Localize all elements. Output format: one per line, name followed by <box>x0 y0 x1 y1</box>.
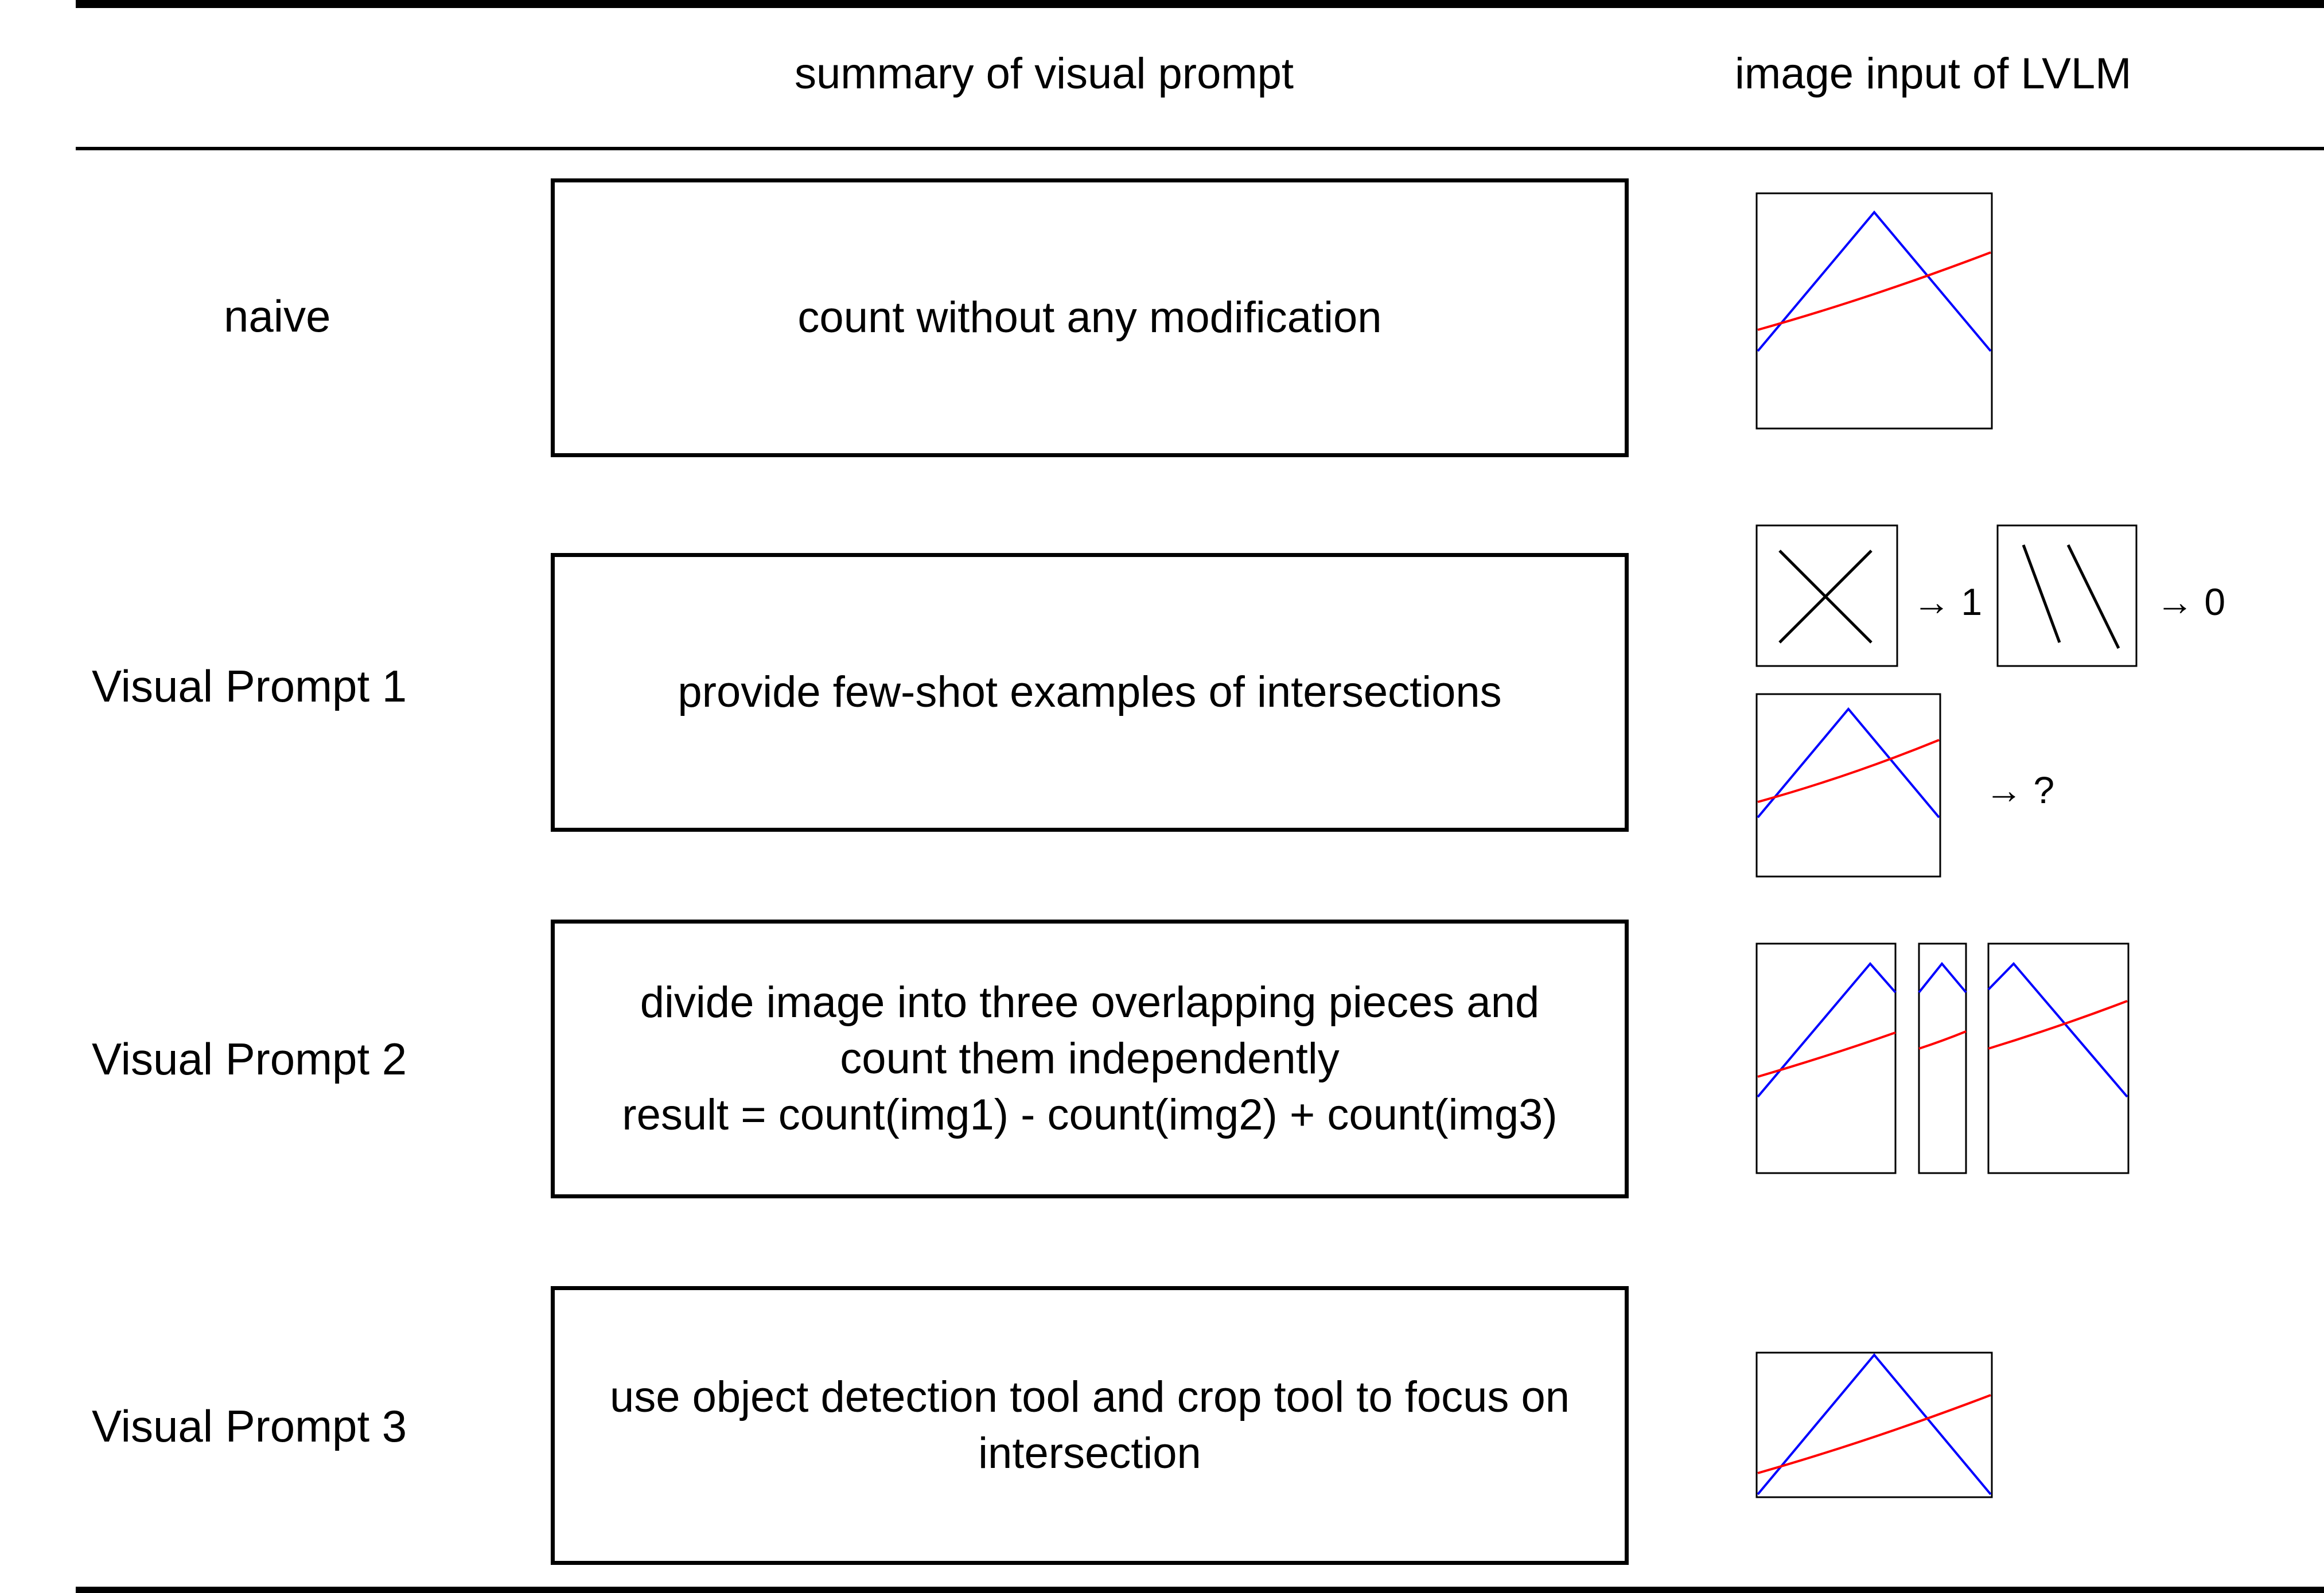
header-rule <box>76 147 2324 150</box>
top-rule <box>76 0 2324 8</box>
row-label-visual-prompt-3: Visual Prompt 3 <box>92 1401 407 1451</box>
summary-text-line-2: intersection <box>978 1429 1201 1478</box>
header-image-input: image input of LVLM <box>1735 49 2132 98</box>
summary-text-line-1: divide image into three overlapping piec… <box>640 978 1540 1027</box>
few-shot-query-image <box>1755 693 1941 878</box>
cross-answer-label: → 1 <box>1913 581 1983 623</box>
row-label-visual-prompt-2: Visual Prompt 2 <box>92 1034 407 1084</box>
row-label-naive: naive <box>224 291 331 341</box>
summary-box-visual-prompt-3: use object detection tool and crop tool … <box>551 1286 1629 1565</box>
divided-piece-img1 <box>1755 942 1897 1174</box>
summary-box-visual-prompt-2: divide image into three overlapping piec… <box>551 920 1629 1198</box>
few-shot-cross-example <box>1755 524 1898 667</box>
crop-input-image <box>1755 1351 1993 1498</box>
summary-box-naive: count without any modification <box>551 178 1629 457</box>
divided-piece-img3 <box>1987 942 2130 1174</box>
summary-text-line-1: use object detection tool and crop tool … <box>609 1373 1570 1421</box>
header-summary: summary of visual prompt <box>795 49 1294 98</box>
few-shot-parallel-example <box>1996 524 2138 667</box>
divided-piece-img2 <box>1918 942 1967 1174</box>
bottom-rule <box>76 1587 2324 1593</box>
naive-input-image <box>1755 192 1993 430</box>
parallel-answer-label: → 0 <box>2156 581 2226 623</box>
summary-text-line-2: count them independently <box>840 1034 1340 1083</box>
summary-box-visual-prompt-1: provide few-shot examples of intersectio… <box>551 553 1629 832</box>
query-answer-label: → ? <box>1985 769 2055 811</box>
summary-text-line-3: result = count(img1) - count(img2) + cou… <box>622 1090 1558 1139</box>
summary-text: count without any modification <box>797 293 1382 342</box>
row-label-visual-prompt-1: Visual Prompt 1 <box>92 661 407 711</box>
summary-text: provide few-shot examples of intersectio… <box>678 668 1502 716</box>
